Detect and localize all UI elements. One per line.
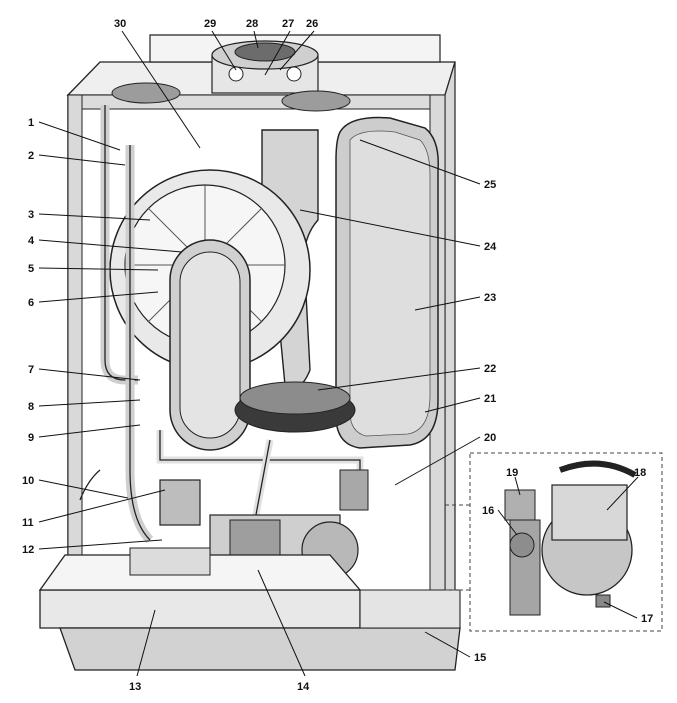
callout-10: 10 <box>22 475 34 487</box>
water-pipes <box>79 105 364 544</box>
callout-20: 20 <box>484 432 496 444</box>
callout-6: 6 <box>28 297 34 309</box>
callout-23: 23 <box>484 292 496 304</box>
callout-14: 14 <box>297 681 310 693</box>
pump-detail-inset <box>445 452 663 632</box>
callout-7: 7 <box>28 364 34 376</box>
callout-27: 27 <box>282 18 294 30</box>
callout-2: 2 <box>28 150 34 162</box>
callout-1: 1 <box>28 117 34 129</box>
callout-29: 29 <box>204 18 216 30</box>
callout-24: 24 <box>484 241 497 253</box>
callout-19: 19 <box>506 467 518 479</box>
heat-exchanger <box>109 169 311 451</box>
callout-16: 16 <box>482 505 494 517</box>
fan-assembly <box>234 381 356 433</box>
callout-5: 5 <box>28 263 34 275</box>
control-box <box>38 547 362 629</box>
callout-26: 26 <box>306 18 318 30</box>
callout-28: 28 <box>246 18 258 30</box>
hydraulic-group <box>159 469 369 586</box>
callout-17: 17 <box>641 613 653 625</box>
callout-4: 4 <box>28 235 35 247</box>
callout-9: 9 <box>28 432 34 444</box>
flue-outlet <box>111 40 351 112</box>
callout-13: 13 <box>129 681 141 693</box>
leader-lines <box>38 30 639 677</box>
callout-12: 12 <box>22 544 34 556</box>
callout-11: 11 <box>22 517 34 529</box>
callout-8: 8 <box>28 401 34 413</box>
callout-22: 22 <box>484 363 496 375</box>
callout-30: 30 <box>114 18 126 30</box>
callout-18: 18 <box>634 467 646 479</box>
callout-3: 3 <box>28 209 34 221</box>
bottom-tray <box>59 589 461 671</box>
callout-15: 15 <box>474 652 486 664</box>
callout-21: 21 <box>484 393 496 405</box>
expansion-vessel <box>335 116 439 449</box>
callout-25: 25 <box>484 179 496 191</box>
callout-labels: 1 2 3 4 5 6 7 8 9 10 11 12 13 14 15 16 1… <box>22 18 653 693</box>
